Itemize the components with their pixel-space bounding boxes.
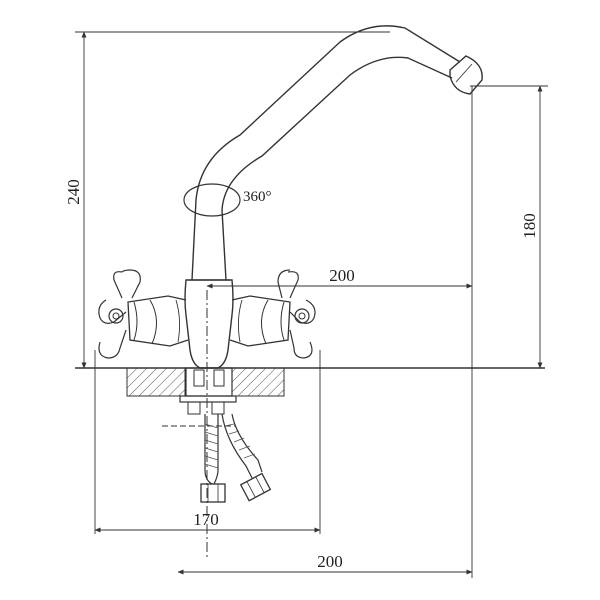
dimension-label-200-top: 200: [329, 266, 355, 285]
dimension-reach-top: 200: [206, 86, 473, 292]
aerator: [449, 55, 483, 95]
dimension-label-200-bottom: 200: [317, 552, 343, 571]
hose-nut-right: [239, 472, 272, 502]
flexible-hoses: [200, 413, 272, 503]
countertop-section-left: [126, 367, 186, 397]
mounting-shank: [162, 367, 237, 427]
dimension-height-total: 240: [64, 31, 390, 369]
dimension-label-240: 240: [64, 179, 83, 205]
faucet-body: [184, 279, 234, 369]
rotation-label: 360°: [243, 189, 272, 205]
countertop-section-right: [231, 367, 285, 397]
rotation-indicator: [183, 183, 241, 217]
dimension-height-spout: 180: [470, 85, 548, 369]
right-valve: [229, 295, 291, 347]
hose-nut-left: [200, 483, 226, 503]
spout: [191, 25, 483, 281]
dimension-handle-span: 170: [94, 350, 321, 534]
dimension-label-170: 170: [193, 510, 219, 529]
left-valve: [127, 295, 189, 347]
dimension-label-180: 180: [520, 213, 539, 239]
left-handle-icon: [98, 269, 141, 359]
right-handle-icon: [277, 269, 316, 359]
dimension-reach-bottom: 200: [177, 292, 473, 578]
countertop: [75, 367, 545, 397]
